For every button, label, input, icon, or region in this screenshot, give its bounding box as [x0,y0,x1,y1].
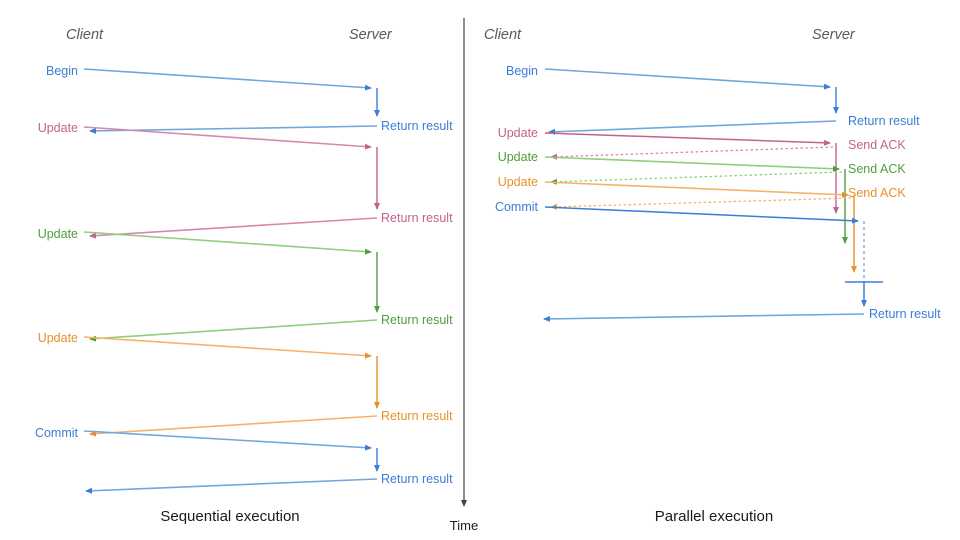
panel-caption-sequential: Sequential execution [160,508,299,525]
message-arrow-return-result-3 [89,319,378,342]
message-label-send-ack-pink: Send ACK [848,138,906,152]
message-label-update-green: Update [38,227,78,241]
message-label-update-orange-parallel: Update [498,175,538,189]
message-label-send-ack-green: Send ACK [848,162,906,176]
message-label-return-result-1: Return result [381,119,453,133]
panel-caption-parallel: Parallel execution [655,508,773,525]
message-label-update-pink: Update [38,121,78,135]
message-label-update-green-parallel: Update [498,150,538,164]
message-label-return-result-5: Return result [381,472,453,486]
message-label-commit: Commit [35,426,79,440]
message-arrow-begin [83,68,372,91]
message-label-begin: Begin [46,64,78,78]
message-arrow-update-orange-parallel [544,181,849,198]
message-label-update-orange: Update [38,331,78,345]
message-arrow-begin-parallel [544,68,831,90]
message-arrow-update-pink-parallel [544,132,831,146]
actor-label-server-parallel: Server [812,27,856,43]
actor-label-client-sequential: Client [66,27,104,43]
time-axis: Time [450,18,478,533]
message-arrow-send-ack-green [550,171,843,185]
message-arrow-commit-parallel [544,206,859,224]
message-arrow-return-result-5 [85,478,378,494]
message-arrow-send-ack-pink [550,146,834,160]
message-label-return-result-4: Return result [381,409,453,423]
message-label-begin-parallel: Begin [506,64,538,78]
message-label-commit-parallel: Commit [495,200,539,214]
panel-sequential: Client Server Begin Return result Update… [35,27,453,525]
panel-parallel: Client Server Begin Return result Update… [484,27,941,525]
message-arrow-commit [83,430,372,451]
time-axis-label: Time [450,518,478,533]
message-label-return-result-2: Return result [381,211,453,225]
message-label-return-result-3: Return result [381,313,453,327]
message-arrow-update-green [83,231,372,255]
message-arrow-return-result-2 [89,217,378,239]
actor-label-server-sequential: Server [349,27,393,43]
message-label-return-result-parallel-1: Return result [848,114,920,128]
message-arrow-return-result-parallel-1 [548,120,837,135]
message-arrow-return-result-4 [89,415,378,437]
actor-label-client-parallel: Client [484,27,522,43]
message-arrow-send-ack-orange [550,197,852,210]
message-arrow-update-green-parallel [544,156,840,172]
message-label-update-pink-parallel: Update [498,126,538,140]
message-arrow-update-orange [83,336,372,359]
message-label-return-result-parallel-2: Return result [869,307,941,321]
message-arrow-update-pink [83,126,372,150]
message-label-send-ack-orange: Send ACK [848,186,906,200]
message-arrow-return-result-parallel-2 [543,313,865,322]
